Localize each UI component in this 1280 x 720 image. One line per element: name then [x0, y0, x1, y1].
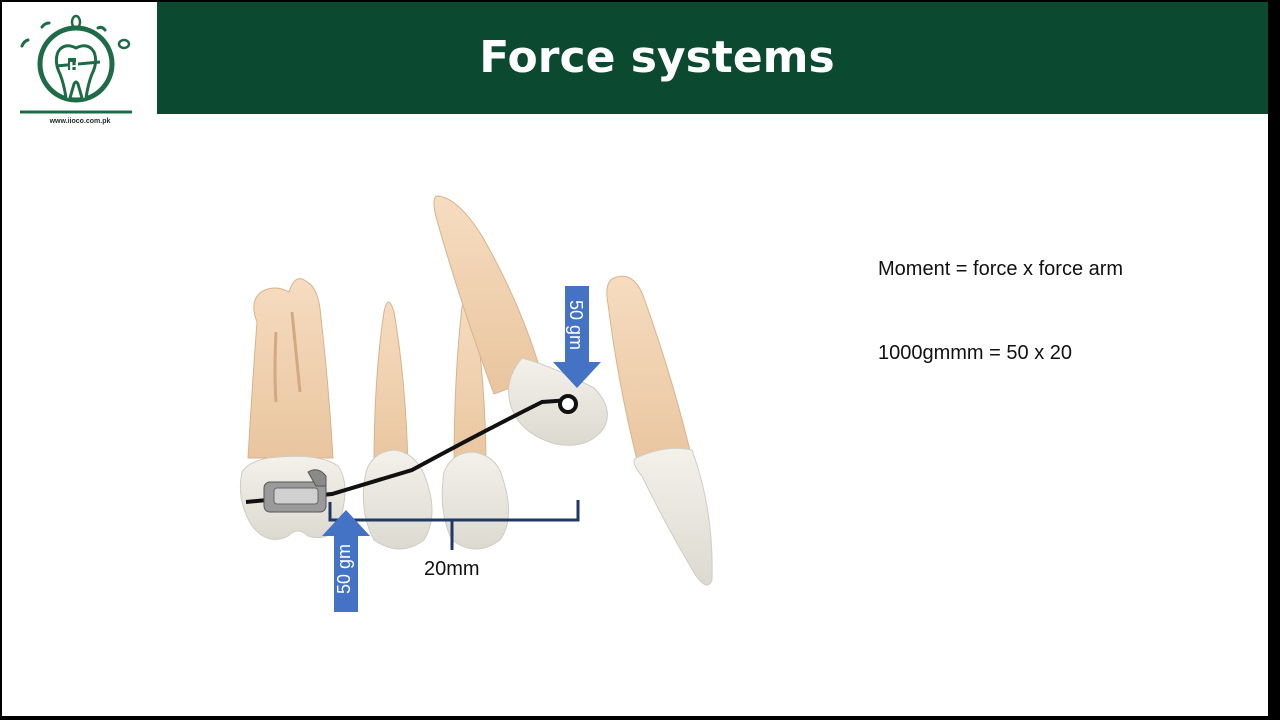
logo-url: www.iioco.com.pk [49, 118, 111, 125]
tooth-logo-icon: H [20, 14, 132, 114]
force-label-bottom: 50 gm [334, 543, 354, 594]
incisor-tooth [606, 275, 713, 586]
distance-label: 20mm [424, 558, 480, 580]
force-label-top: 50 gm [566, 300, 586, 351]
page-title: Force systems [479, 32, 835, 83]
moment-formula: Moment = force x force arm [878, 258, 1124, 280]
moment-calculation: 1000gmmm = 50 x 20 [878, 342, 1072, 364]
archwire [245, 398, 571, 504]
force-arrow-bottom [322, 510, 370, 612]
force-arrow-top [553, 286, 601, 388]
premolar-tooth-1 [362, 301, 433, 550]
teeth-force-diagram [239, 195, 713, 612]
header-bar: Force systems [157, 2, 1268, 114]
svg-text:H: H [69, 60, 79, 74]
logo: H www.iioco.com.pk [2, 2, 156, 130]
molar-bracket [263, 469, 327, 513]
canine-attachment [558, 394, 578, 414]
distance-brace [328, 500, 580, 550]
